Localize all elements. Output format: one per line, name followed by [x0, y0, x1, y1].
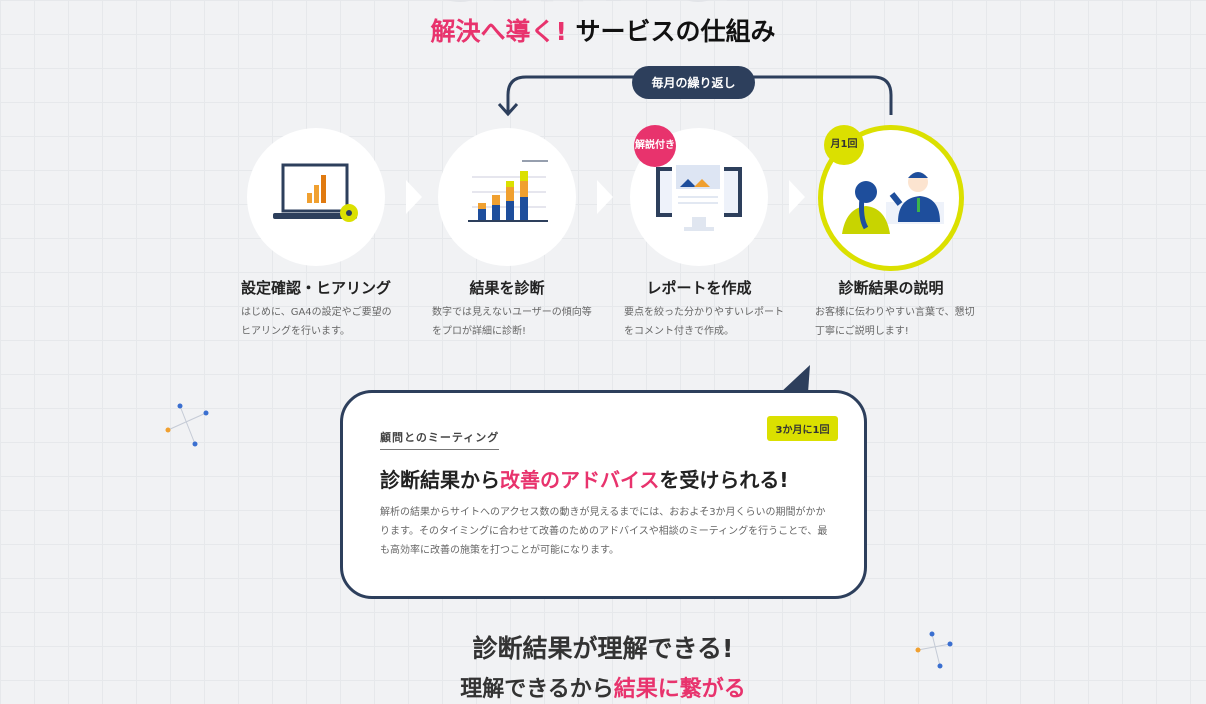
step-arrow [597, 180, 613, 214]
step-3-desc: 要点を絞った分かりやすいレポートをコメント付きで作成。 [624, 307, 784, 337]
meeting-subtitle: 顧問とのミーティング [380, 430, 500, 450]
sparkle-decoration-icon [915, 631, 953, 669]
step-2-desc: 数字では見えないユーザーの傾向等をプロが詳細に診断! [432, 307, 592, 337]
step-3-icon-circle [630, 128, 768, 266]
frequency-tag: 3か月に1回 [767, 416, 838, 441]
step-4-desc: お客様に伝わりやすい言葉で、懇切丁寧にご説明します! [815, 307, 975, 337]
heading-pre: 診断結果から [380, 468, 500, 492]
step-1-title: 設定確認・ヒアリング [240, 279, 391, 297]
bar-chart-icon [468, 160, 548, 222]
step-4-title: 診断結果の説明 [838, 279, 944, 297]
step-1-desc: はじめに、GA4の設定やご要望のヒアリングを行います。 [241, 307, 392, 337]
step-3-badge: 解説付き [634, 125, 676, 167]
section-title: 解決へ導く! サービスの仕組み [0, 16, 1206, 48]
heading-highlight: 改善のアドバイス [500, 468, 660, 492]
cycle-arrow [497, 75, 893, 117]
step-4-badge: 月1回 [824, 125, 864, 165]
step-2-title: 結果を診断 [469, 279, 545, 297]
step-1-icon-circle [247, 128, 385, 266]
title-highlight: 解決へ導く! [430, 17, 567, 46]
bottom-heading: 診断結果が理解できる! [472, 634, 734, 663]
heading-post: を受けられる! [659, 468, 789, 492]
sparkle-decoration-icon [165, 403, 209, 447]
cycle-label: 毎月の繰り返し [632, 66, 755, 99]
subheading-pre: 理解できるから [460, 677, 614, 702]
step-arrow [789, 180, 805, 214]
meeting-body: 解析の結果からサイトへのアクセス数の動きが見えるまでには、おおよそ3か月くらいの… [380, 507, 828, 556]
meeting-heading: 診断結果から改善のアドバイスを受けられる! [380, 467, 850, 493]
step-2-icon-circle [438, 128, 576, 266]
bottom-subheading: 理解できるから結果に繋がる [0, 676, 1206, 704]
monitor-report-icon [656, 161, 742, 231]
callout-tail [780, 365, 810, 393]
subheading-highlight: 結果に繋がる [613, 677, 746, 702]
meeting-icon [842, 172, 944, 234]
title-rest: サービスの仕組み [566, 17, 776, 46]
background-word: SERVICE [0, 0, 1206, 12]
laptop-chart-icon [273, 163, 358, 222]
step-arrow [406, 180, 422, 214]
step-3-title: レポートを作成 [646, 279, 752, 297]
